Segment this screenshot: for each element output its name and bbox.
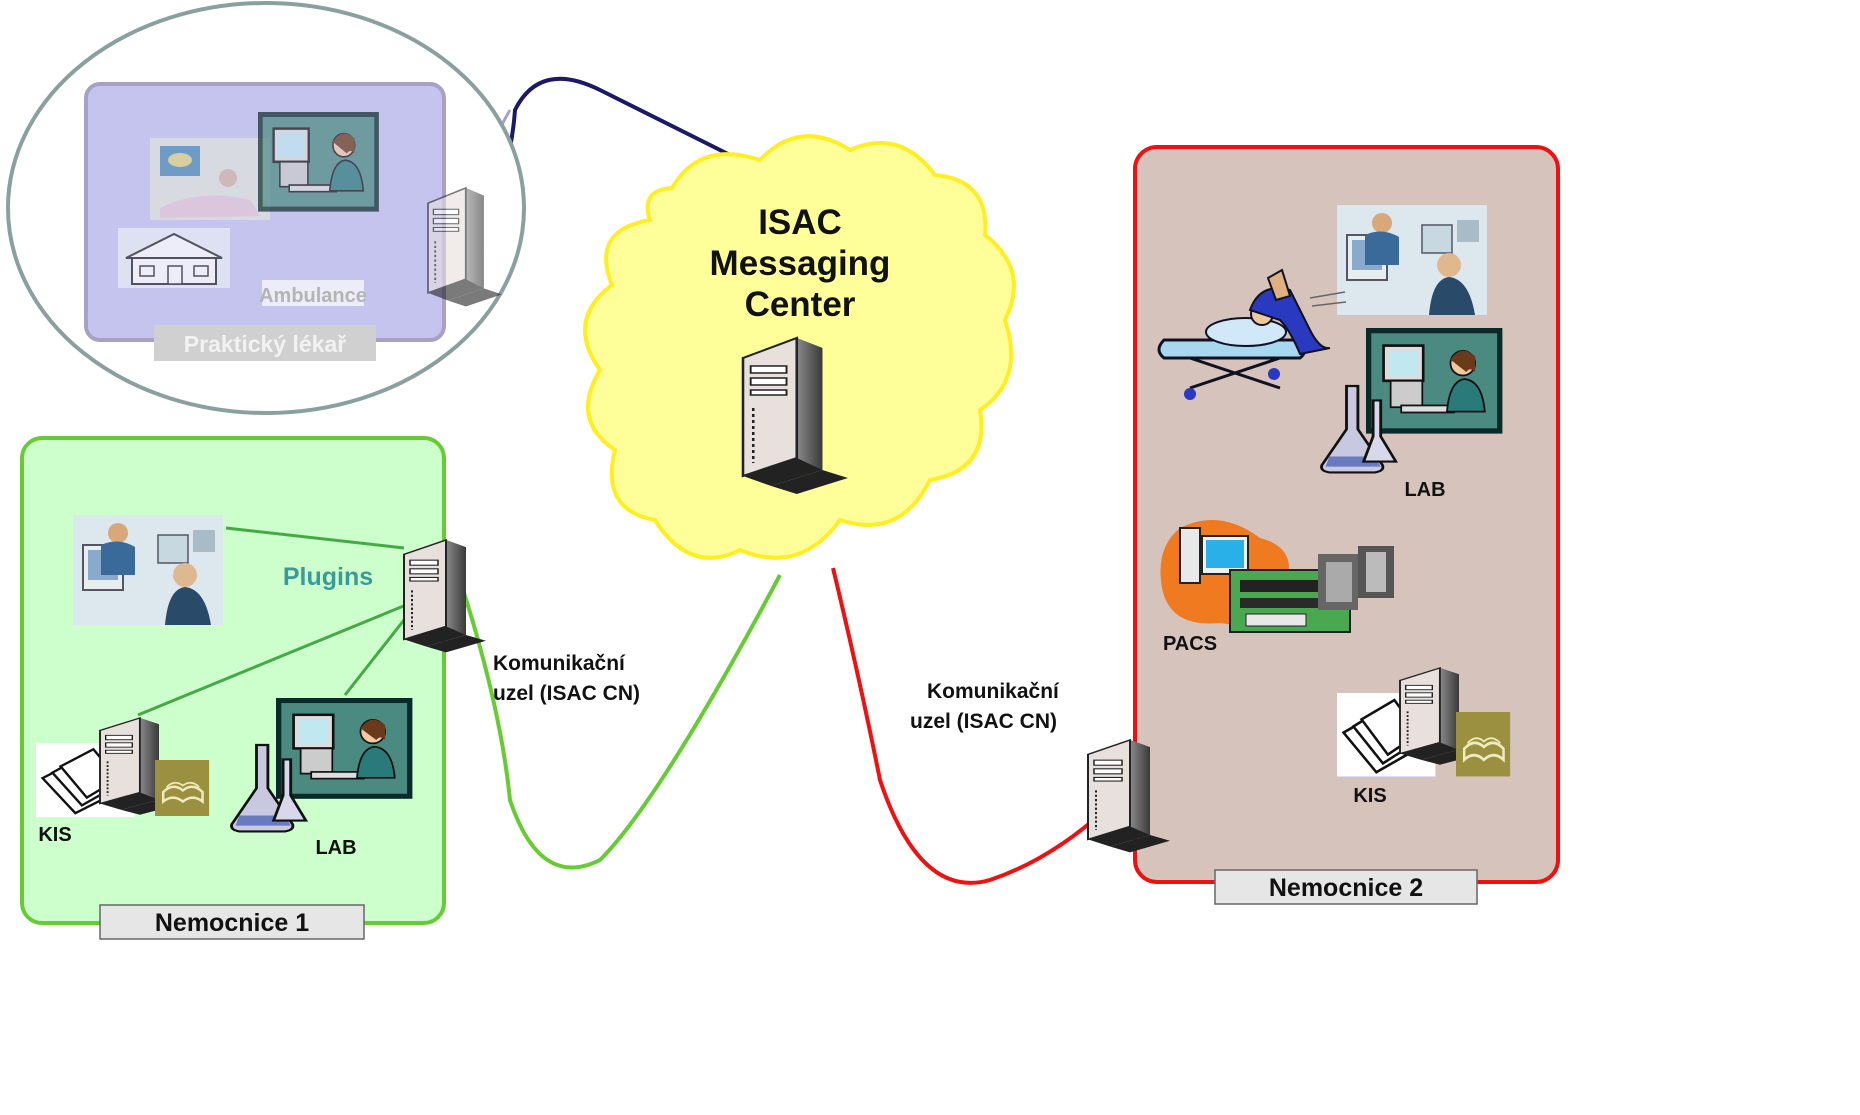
nemocnice1-node-server-icon [403,539,487,654]
nemocnice2-label-box [1214,869,1478,905]
prakticky-label-box [154,325,376,361]
nemocnice2-lab-worker-image [1364,326,1504,435]
nemocnice2-node-label-line2: uzel (ISAC CN) [910,710,1057,733]
pacs-icon [1160,520,1394,633]
isac-messaging-center: ISAC Messaging Center [583,134,1016,560]
nemocnice1-kis-label: KIS [38,824,71,846]
cloud-title-line3: Center [745,285,856,324]
ambulance-label-bg [262,280,364,306]
group-prakticky-lekar: Ambulance Praktický lékař [6,1,526,415]
link-nemocnice2-cloud [831,567,1107,885]
ambulance-worker-image [256,110,381,213]
nemocnice1-book-icon [153,758,211,818]
nemocnice2-label: Nemocnice 2 [1269,874,1423,902]
nemocnice1-office-image [72,514,224,626]
nemocnice2-office-image [1336,204,1488,316]
group-nemocnice-1: Plugins KIS LAB Nemocnice 1 [20,436,446,940]
cloud-title-line1: ISAC [758,203,842,242]
cloud-title-line2: Messaging [710,244,891,283]
plugin-link-lab [343,619,406,696]
prakticky-label: Praktický lékař [184,331,346,357]
nemocnice2-book-icon [1454,710,1512,778]
house-icon [118,228,230,288]
ambulance-label: Ambulance [259,285,367,307]
group-nemocnice-2: LAB PACS KIS Nemocnice 2 [1133,145,1560,905]
nemocnice2-kis-label: KIS [1353,785,1386,807]
nemocnice1-lab-label: LAB [315,837,356,859]
nemocnice1-label-box [99,904,365,940]
nemocnice1-label: Nemocnice 1 [155,909,309,937]
nemocnice1-lab-worker-image [274,696,414,801]
nemocnice2-lab-label: LAB [1404,479,1445,501]
nemocnice2-pacs-label: PACS [1163,633,1217,655]
nemocnice1-area [20,436,446,925]
nemocnice2-node-label-line1: Komunikační [927,680,1060,703]
plugin-link-kis [137,603,407,717]
plugin-link-office [225,526,405,550]
nemocnice1-node-label-line1: Komunikační [493,652,626,675]
ultrasound-image [150,138,270,220]
plugins-label: Plugins [283,563,373,591]
nemocnice1-node-label-line2: uzel (ISAC CN) [493,682,640,705]
link-nemocnice1-cloud [453,564,782,870]
stretcher-icon [1157,268,1347,400]
